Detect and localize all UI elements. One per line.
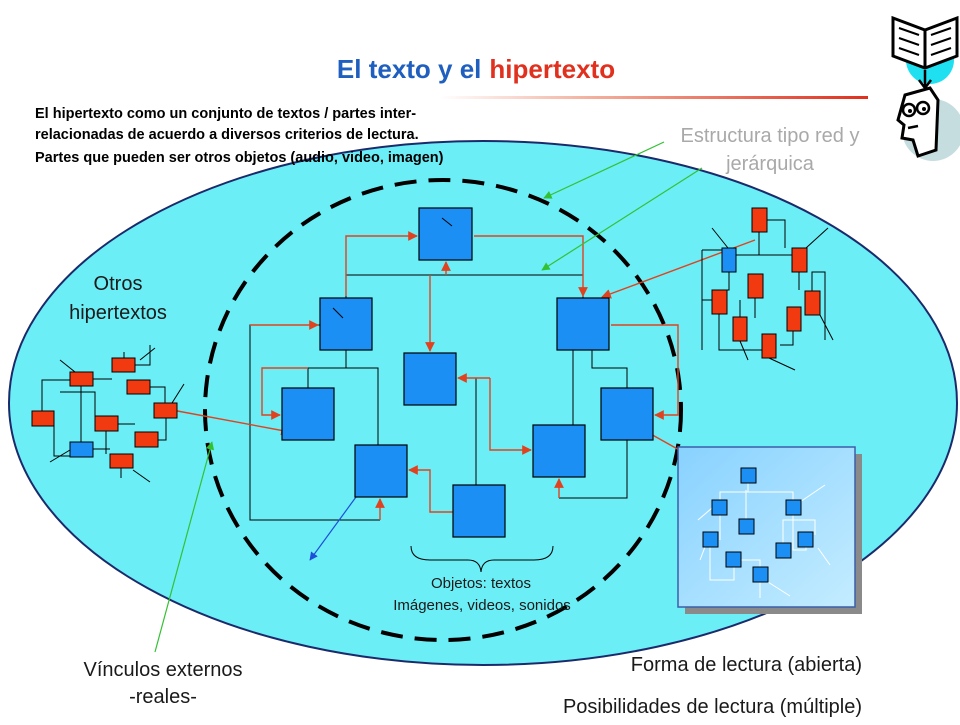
panel-node [711,499,728,516]
right-hypertext-cluster [701,207,834,371]
cluster-node [721,247,737,273]
panel-body [677,446,856,608]
panel-node [797,531,814,548]
cluster-node [761,333,777,359]
panel-links [697,483,831,598]
title-underline [440,96,868,99]
cluster-node [126,379,151,395]
reading-possibilities-label: Posibilidades de lectura (múltiple) [563,696,862,718]
cluster-node [134,431,159,448]
cluster-node [747,273,764,299]
hypertext-nodes [281,207,654,538]
link-line [307,350,379,445]
panel-node [740,467,757,484]
description-line: relacionadas de acuerdo a diversos crite… [35,127,419,143]
panel-node [785,499,802,516]
cluster-links [41,345,185,483]
panel-node [738,518,755,535]
external-links-label: Vínculos externos [84,659,243,681]
hypertext-boundary [203,178,683,642]
link-line [591,350,628,388]
cluster-node [786,306,802,332]
objects-brace [410,545,554,573]
objects-label: Imágenes, videos, sonidos [393,597,571,614]
cluster-node [109,453,134,469]
panel-node [702,531,719,548]
link-arrow [474,235,588,297]
panel-node [752,566,769,583]
link-arrow [408,465,453,513]
pointer-lines [154,141,703,653]
cluster-node [804,290,821,316]
description: El hipertexto como un conjunto de textos… [35,106,444,166]
text-node [600,387,654,441]
pointer-line [154,441,215,653]
text-node [532,424,586,478]
text-node [354,444,408,498]
cluster-node [31,410,55,427]
external-link-arrow [171,409,291,436]
cluster-node [94,415,119,432]
link-arrow [611,324,679,420]
cluster-node [69,371,94,387]
external-links-label: -reales- [129,686,197,708]
cluster-node [711,289,728,315]
title-part1: El texto y el [337,54,482,84]
open-book-icon [891,15,959,91]
title-part2: hipertexto [489,54,615,84]
external-link-arrow [309,496,357,561]
text-node [418,207,473,261]
text-node [281,387,335,441]
text-node [556,297,610,351]
structure-label: Estructura tipo red y [681,125,860,147]
pointer-line [543,141,665,199]
link-line [559,440,628,499]
cluster-node [732,316,748,342]
cluster-node [751,207,768,233]
pointer-line [541,167,703,271]
cluster-node [153,402,178,419]
cluster-node [791,247,808,273]
link-arrow [261,367,308,420]
description-line: Partes que pueden ser otros objetos (aud… [35,150,444,166]
panel-node [775,542,792,559]
link-arrow [345,231,418,296]
text-node [403,352,457,406]
text-node [452,484,506,538]
link-arrow [489,378,532,455]
node-mark [332,217,453,319]
text-node [319,297,373,351]
panel-node [725,551,742,568]
cluster-node [111,357,136,373]
objects-label: Objetos: textos [431,575,531,592]
reading-form-label: Forma de lectura (abierta) [631,654,862,676]
left-hypertext-cluster [31,345,185,483]
reading-links [171,231,756,561]
cluster-links [701,219,834,371]
thinking-face-icon [896,86,940,158]
reading-panel [677,446,862,614]
cluster-node [69,441,94,458]
other-hypertexts-label: hipertextos [69,302,167,324]
description-line: El hipertexto como un conjunto de textos… [35,106,416,122]
reader-icon-group [891,15,960,161]
structure-label: jerárquica [725,153,815,175]
other-hypertexts-label: Otros [94,273,143,295]
